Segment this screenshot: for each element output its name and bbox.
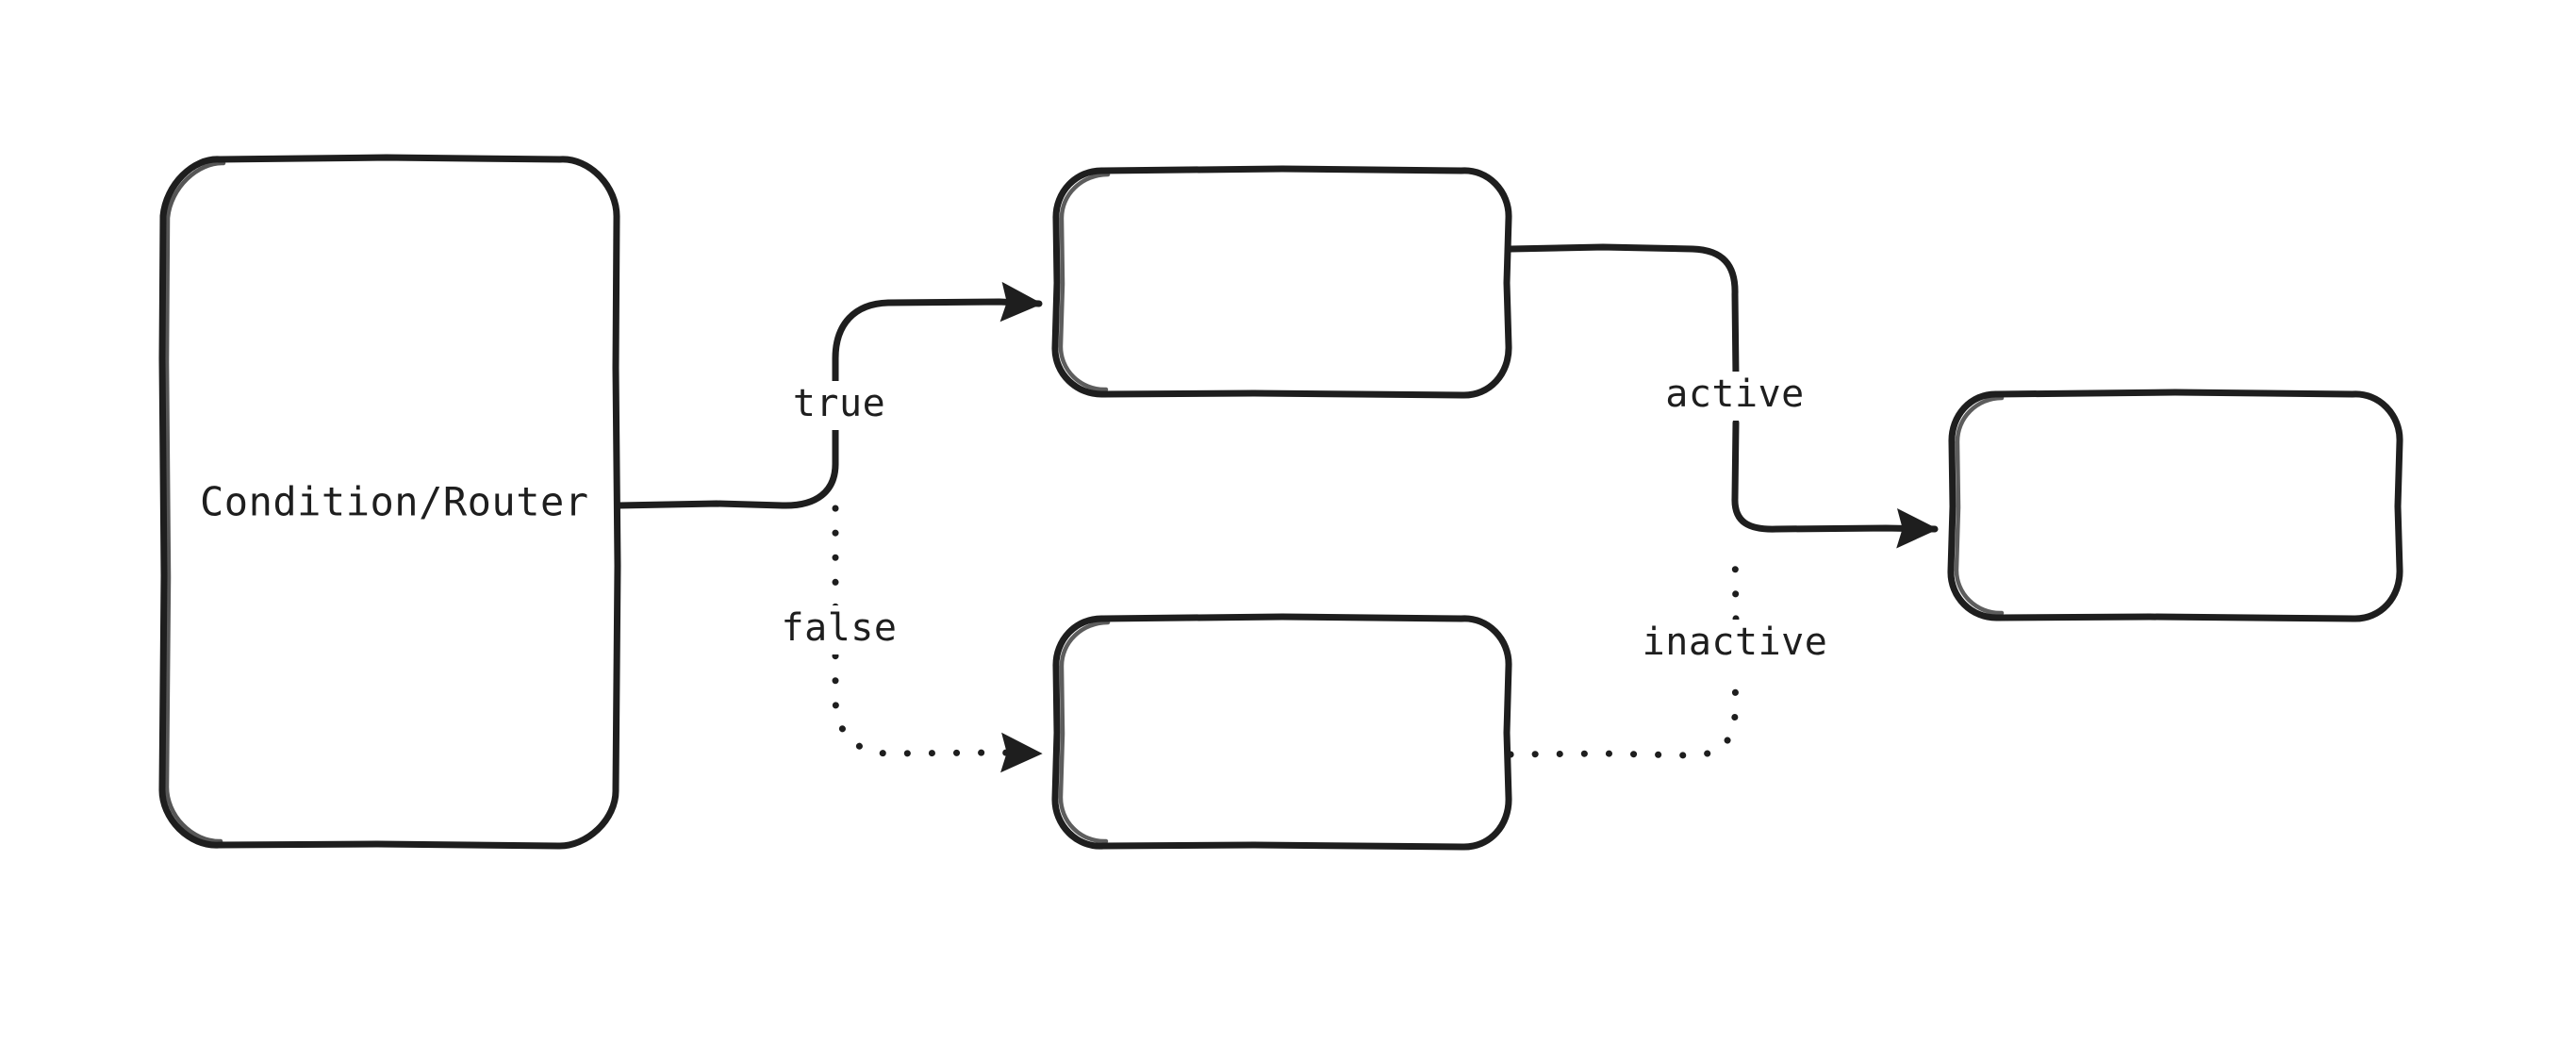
condition-router-shape[interactable] [158, 154, 621, 850]
edge-active-line[interactable] [1507, 243, 1740, 381]
condition-router-shape-sketch-pass [164, 160, 226, 844]
node-true-branch[interactable] [1051, 165, 1512, 399]
edge-true[interactable]: true [781, 281, 1043, 468]
edge-true-label-bg [781, 381, 898, 430]
edge-active-line-lower[interactable] [1731, 419, 1939, 549]
edge-false-label-bg [771, 605, 909, 654]
edge-active-label-bg [1652, 372, 1818, 421]
edge-active-label: active [1665, 373, 1805, 416]
merge-shape[interactable] [1947, 389, 2403, 622]
merge-shape-sketch-pass [1954, 395, 2005, 616]
true-branch-shape-sketch-pass [1058, 172, 1111, 392]
edge-inactive-label-bg [1627, 620, 1842, 669]
edge-true-line[interactable] [832, 281, 1043, 468]
false-branch-shape[interactable] [1051, 613, 1512, 851]
true-branch-shape[interactable] [1051, 165, 1512, 399]
edge-inactive-line[interactable] [1507, 666, 1740, 759]
edge-active[interactable]: active [1507, 243, 1939, 549]
edge-inactive-line-upper[interactable] [1731, 541, 1740, 622]
edge-false-label: false [782, 606, 898, 650]
router-trunk-line [615, 460, 839, 509]
edge-inactive-label: inactive [1643, 621, 1828, 664]
edge-inactive[interactable]: inactive [1507, 541, 1842, 759]
edge-false[interactable]: false [771, 505, 1043, 773]
edge-true-label: true [793, 382, 885, 425]
node-merge[interactable] [1947, 389, 2403, 622]
false-branch-shape-sketch-pass [1058, 620, 1111, 844]
node-condition-router[interactable]: Condition/Router [158, 154, 621, 850]
node-false-branch[interactable] [1051, 613, 1512, 851]
edge-router-trunk [615, 460, 839, 509]
condition-router-label: Condition/Router [200, 479, 589, 525]
